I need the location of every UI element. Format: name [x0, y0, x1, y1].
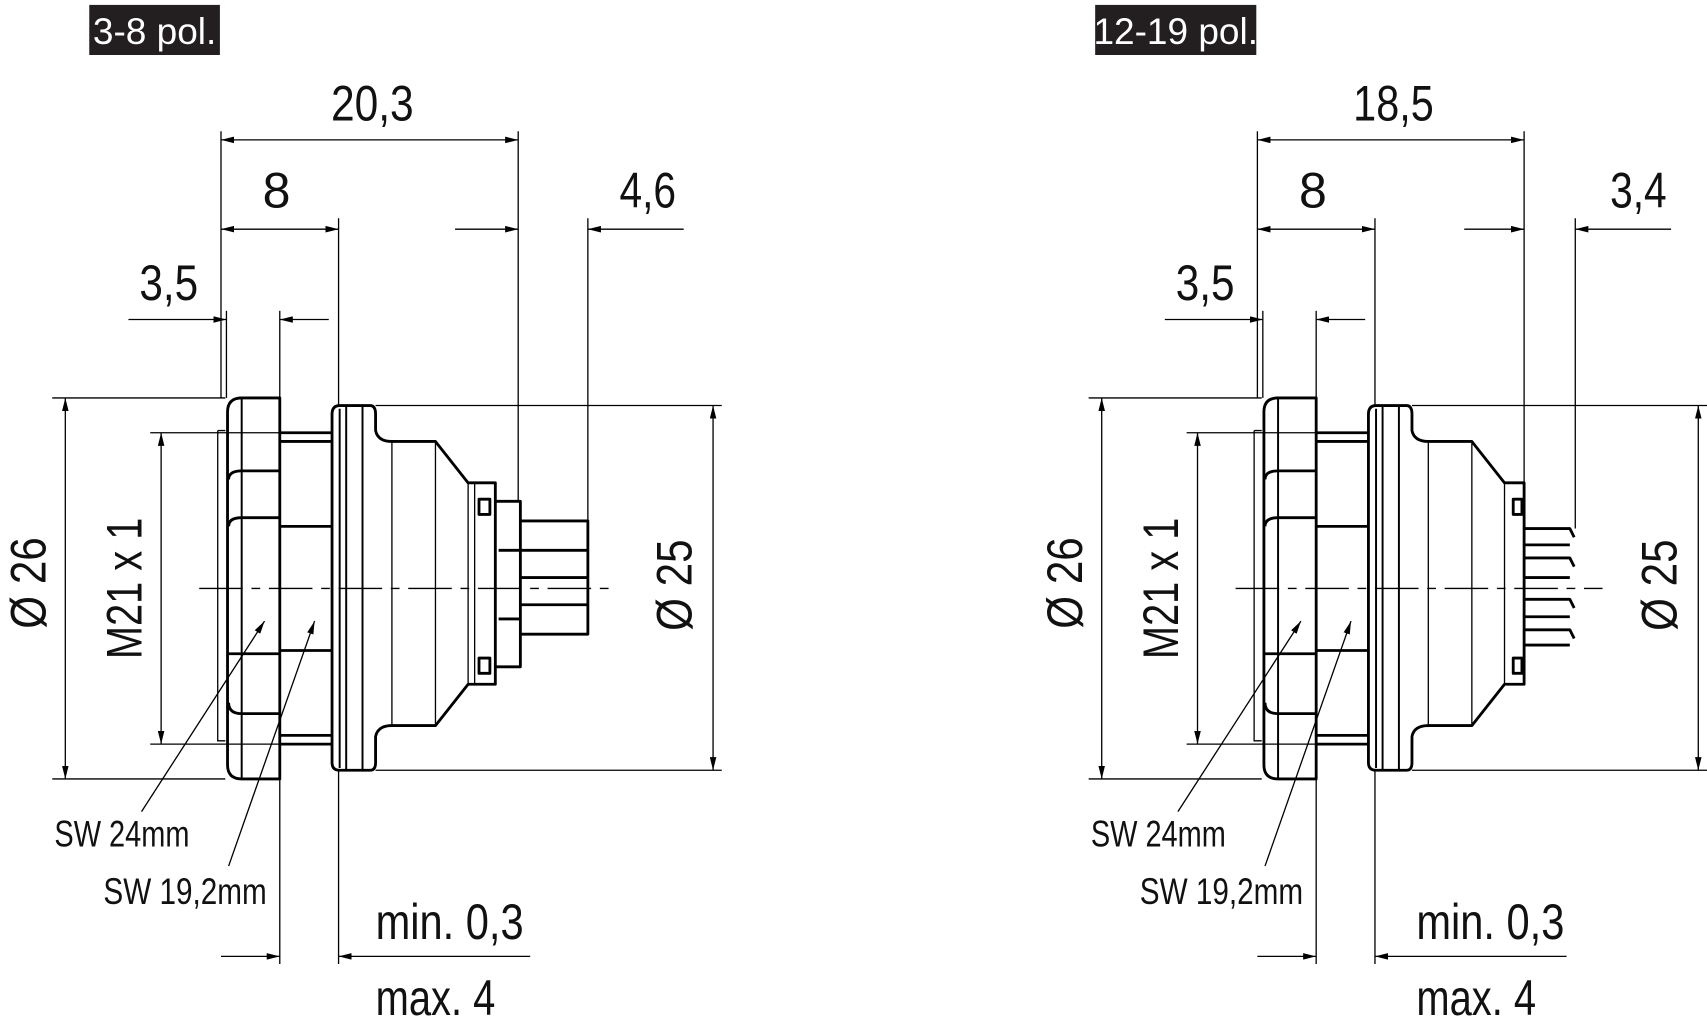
dim-thread: M21 x 1 [97, 518, 153, 660]
connector-outline [1253, 396, 1576, 781]
dim-overall: 20,3 [331, 75, 414, 131]
panel-max: max. 4 [376, 970, 496, 1019]
wrench-size-body: SW 19,2mm [1140, 870, 1303, 912]
panel-min: min. 0,3 [376, 894, 524, 950]
dim-nut: 3,5 [1176, 255, 1235, 311]
dim-overall: 18,5 [1353, 75, 1434, 131]
dim-pins: 4,6 [619, 162, 676, 218]
pole-label: 12-19 pol. [1093, 10, 1258, 52]
view-3-8-pol: 3-8 pol. [1, 4, 722, 1019]
dim-outer-diameter: Ø 26 [1037, 537, 1093, 628]
wrench-size-nut: SW 24mm [1091, 812, 1226, 854]
pole-label-box [89, 4, 220, 55]
dim-flange: 8 [263, 162, 291, 218]
pole-label-box [1095, 4, 1257, 55]
wrench-size-nut: SW 24mm [54, 812, 189, 854]
dim-thread: M21 x 1 [1133, 518, 1189, 660]
view-12-19-pol: 12-19 pol. [1037, 4, 1707, 1019]
pole-label: 3-8 pol. [93, 10, 216, 52]
panel-min: min. 0,3 [1416, 894, 1564, 950]
wrench-size-body: SW 19,2mm [103, 870, 266, 912]
dimension-lines [62, 136, 717, 960]
dim-flange: 8 [1299, 162, 1327, 218]
dim-pins: 3,4 [1610, 162, 1667, 218]
extension-lines [1088, 131, 1707, 965]
dim-body-diameter: Ø 25 [646, 539, 702, 630]
dim-outer-diameter: Ø 26 [1, 537, 57, 628]
dim-nut: 3,5 [139, 255, 198, 311]
dim-body-diameter: Ø 25 [1632, 539, 1688, 630]
panel-max: max. 4 [1416, 970, 1536, 1019]
extension-lines [52, 131, 722, 965]
dimension-lines [1098, 136, 1702, 960]
